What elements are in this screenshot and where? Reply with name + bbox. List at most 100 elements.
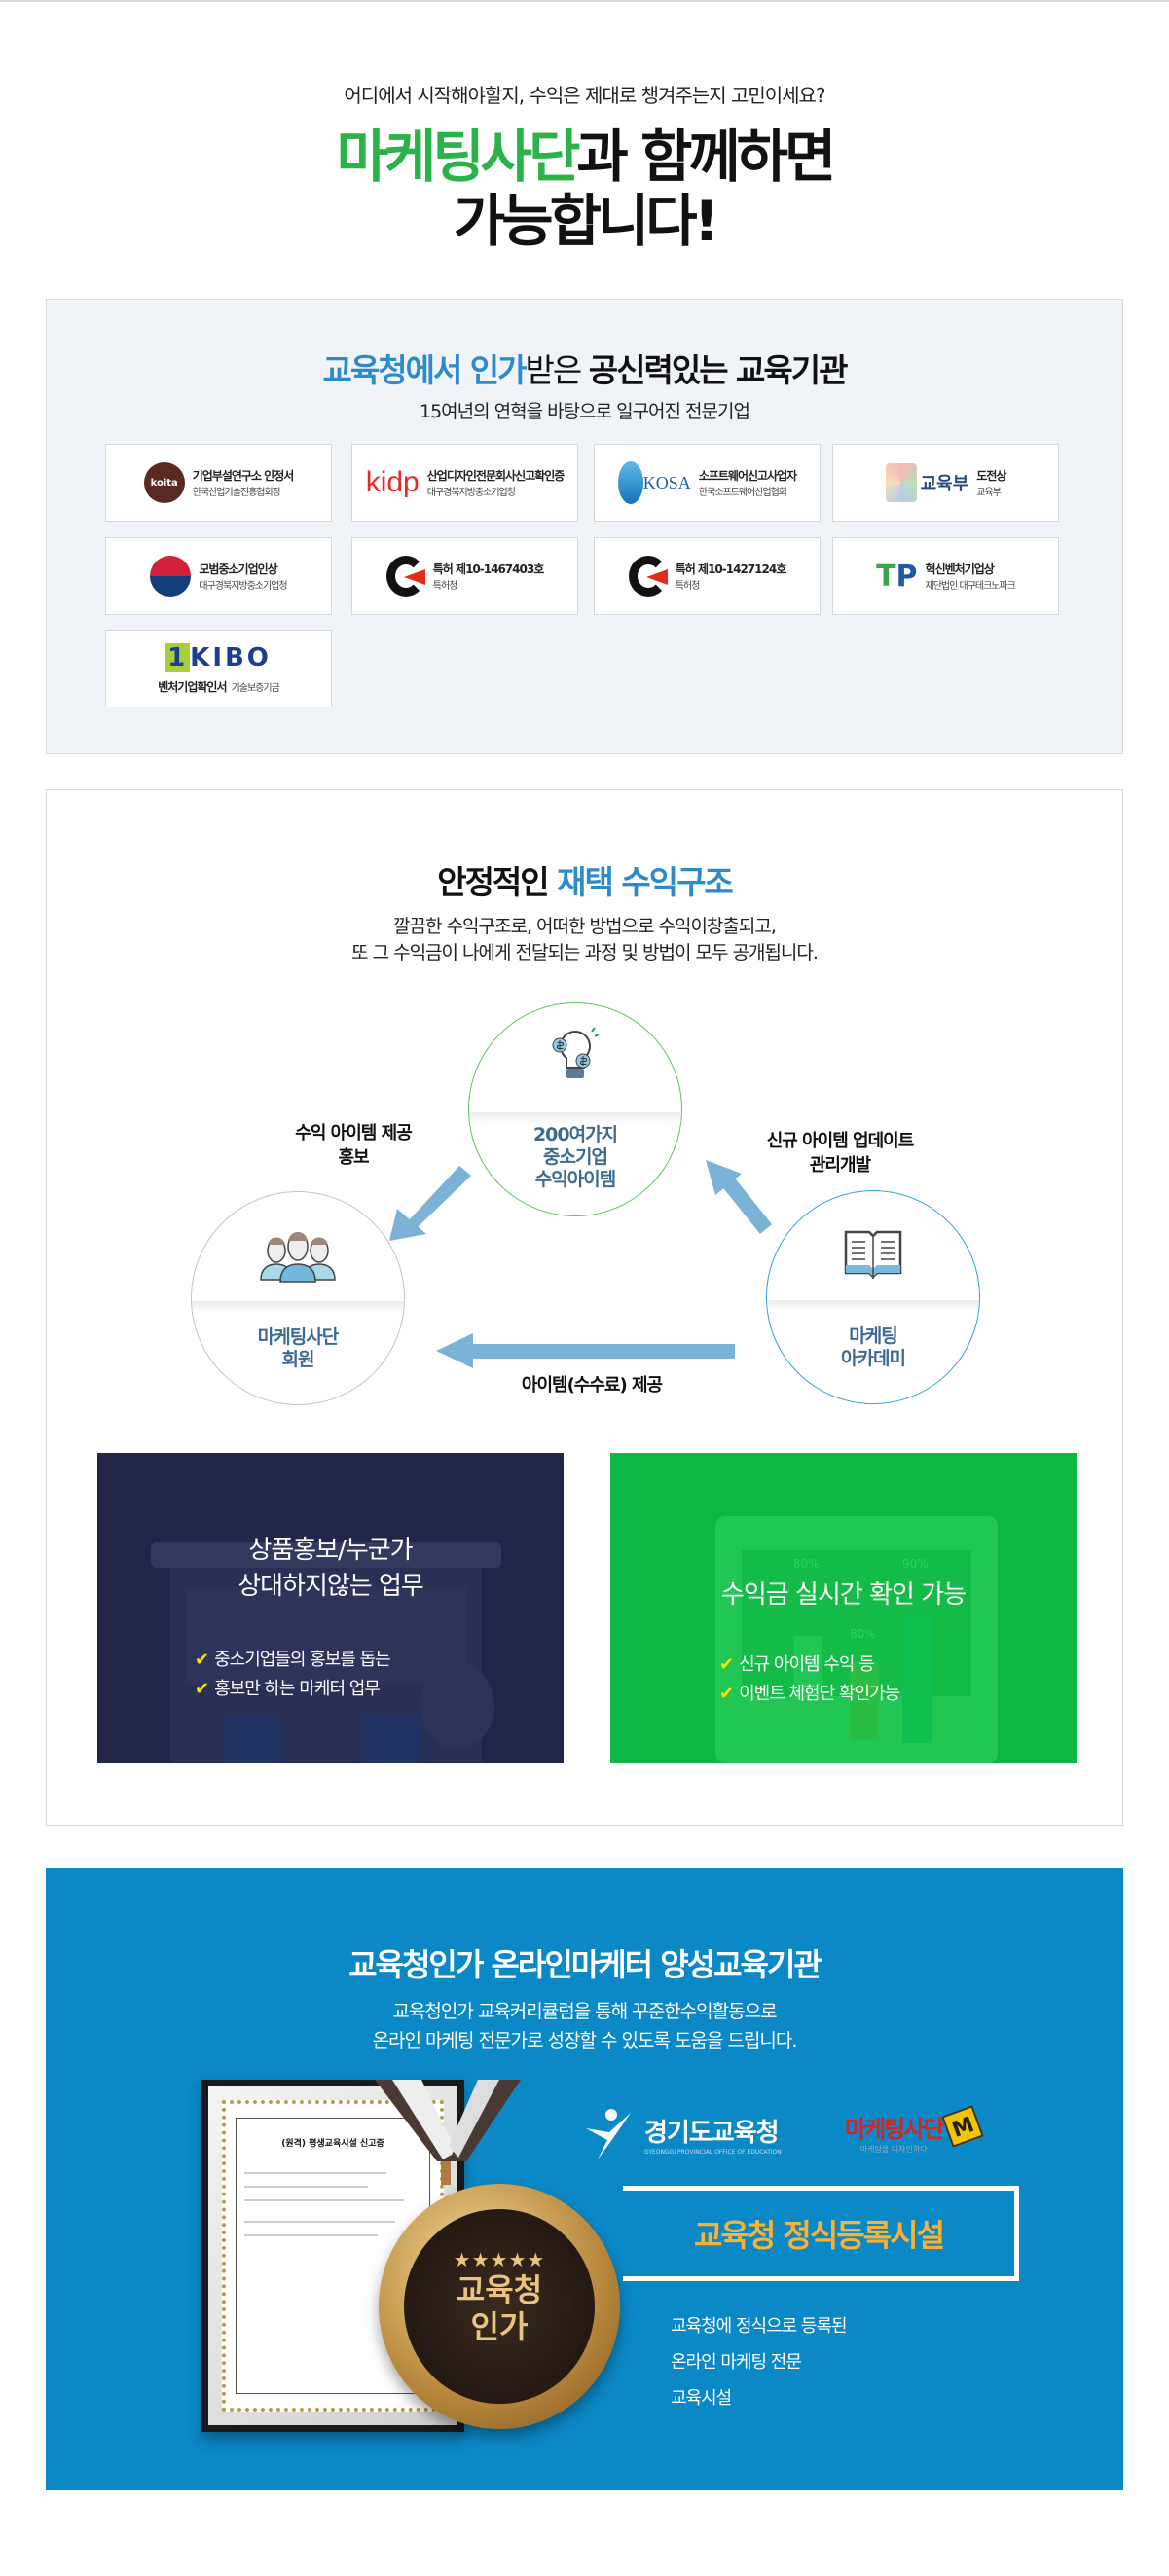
panel-points: ✔중소기업들의 홍보를 돕는 ✔홍보만 하는 마케터 업무 — [195, 1646, 391, 1704]
point-item: ✔이벤트 체험단 확인가능 — [719, 1680, 900, 1709]
info-line: 온라인 마케팅 전문 — [671, 2352, 802, 2373]
arrow-up-left-icon — [706, 1160, 772, 1234]
title-line: 상대하지않는 업무 — [237, 1572, 424, 1601]
logo-korea-emblem — [150, 556, 192, 597]
label-line: 수익 아이템 제공 — [295, 1123, 412, 1143]
label-line: 관리개발 — [809, 1155, 871, 1176]
stars-icon: ★★★★★ — [453, 2248, 546, 2271]
badge-text: 교육청 정식등록시설 — [693, 2217, 945, 2254]
book-icon — [767, 1191, 979, 1300]
card-issuer: 한국소프트웨어산업협회 — [698, 488, 787, 498]
check-icon: ✔ — [719, 1654, 734, 1675]
logo-patent — [628, 556, 668, 597]
point-item: ✔중소기업들의 홍보를 돕는 — [195, 1646, 391, 1675]
point-item: ✔신규 아이템 수익 등 — [719, 1651, 899, 1680]
title-mid: 받은 — [525, 351, 589, 389]
card-title: 기업부설연구소 인정서 — [192, 469, 295, 483]
arrow-left-icon — [436, 1333, 735, 1368]
structure-title: 안정적인 재택 수익구조 — [0, 856, 1169, 903]
institution-desc-2: 온라인 마케팅 전문가로 성장할 수 있도록 도움을 드립니다. — [372, 2030, 798, 2051]
title-blue: 교육청에서 인가 — [322, 351, 528, 389]
title-bold: 공신력있는 교육기관 — [588, 351, 849, 389]
label-line: 200여가지 — [532, 1124, 618, 1145]
card-title: 벤처기업확인서 — [158, 679, 227, 694]
flow-arrows — [389, 1160, 772, 1368]
point-text: 홍보만 하는 마케터 업무 — [214, 1679, 381, 1699]
label-line: 홍보 — [338, 1147, 369, 1168]
logo-m-mark: M — [941, 2105, 985, 2148]
logo-TP: TP — [876, 559, 918, 594]
brand-name: 마케팅사단 — [336, 124, 581, 190]
check-icon: ✔ — [719, 1684, 734, 1704]
institution-title: 교육청인가 온라인마케터 양성교육기관 — [348, 1946, 822, 1983]
logo-subtext: 마케팅을 디자인하다 — [859, 2145, 928, 2154]
logo-교육부: 교육부 — [885, 463, 968, 502]
official-badge: 교육청 정식등록시설 — [623, 2186, 1019, 2281]
label-line: 중소기업 — [543, 1146, 608, 1168]
title-blue: 재택 수익구조 — [557, 863, 734, 901]
point-text: 이벤트 체험단 확인가능 — [739, 1684, 900, 1704]
medal-text: 교육청 — [456, 2271, 543, 2308]
arrow-down-left-icon — [389, 1166, 471, 1241]
headline-text: 과 함께하면 — [576, 124, 836, 190]
card-issuer: 한국산업기술진흥협회장 — [192, 488, 281, 498]
logo-text: 경기도교육청 — [644, 2119, 780, 2148]
label-line: 아카데미 — [841, 1348, 906, 1369]
medal-ribbon — [375, 2080, 521, 2185]
card-title: 혁신벤처기업상 — [925, 562, 995, 576]
top-divider — [0, 0, 1169, 2]
info-line: 교육청에 정식으로 등록된 — [671, 2316, 848, 2337]
card-title: 모범중소기업인상 — [199, 562, 277, 576]
lightbulb-icon — [469, 1003, 681, 1112]
hero-headline: 마케팅사단과 함께하면 — [0, 125, 1169, 189]
structure-desc-2: 또 그 수익금이 나에게 전달되는 과정 및 방법이 모두 공개됩니다. — [351, 942, 819, 963]
point-text: 중소기업들의 홍보를 돕는 — [214, 1650, 391, 1670]
logo-koita: koita — [143, 462, 185, 503]
logo-subtext: GYEONGGI PROVINCIAL OFFICE OF EDUCATION — [644, 2149, 782, 2156]
tablet-illustration: 80%80%90% — [715, 1516, 998, 1763]
panel-points: ✔신규 아이템 수익 등 ✔이벤트 체험단 확인가능 — [719, 1651, 900, 1709]
hero-headline-line2: 가능합니다! — [453, 188, 719, 254]
laptop-illustration — [151, 1542, 501, 1763]
info-line: 교육시설 — [671, 2388, 732, 2409]
hero-question: 어디에서 시작해야할지, 수익은 제대로 챙겨주는지 고민이세요? — [344, 84, 825, 107]
title-black: 안정적인 — [437, 863, 558, 901]
certificate-title: (원격) 평생교육시설 신고증 — [281, 2139, 384, 2149]
card-issuer: 대구경북지방중소기업청 — [199, 581, 287, 592]
check-icon: ✔ — [195, 1679, 209, 1699]
label-line: 마케팅 — [849, 1325, 897, 1347]
label-line: 회원 — [281, 1349, 315, 1370]
label-line: 수익아이템 — [534, 1169, 616, 1190]
point-text: 신규 아이템 수익 등 — [739, 1654, 875, 1675]
logo-patent — [385, 556, 425, 597]
label-line: 신규 아이템 업데이트 — [766, 1131, 915, 1151]
card-issuer: 교육부 — [976, 488, 1002, 498]
structure-desc-1: 깔끔한 수익구조로, 어떠한 방법으로 수익이창출되고, — [393, 916, 777, 937]
logo-kibo: 1KIBO — [165, 642, 272, 672]
label-line: 마케팅사단 — [257, 1326, 339, 1348]
accreditation-subtitle: 15여년의 연혁을 바탕으로 일구어진 전문기업 — [420, 401, 750, 422]
logo-text: 마케팅사단 — [845, 2116, 944, 2143]
card-title: 특허 제10-1467403호 — [432, 562, 544, 576]
check-icon: ✔ — [195, 1650, 209, 1670]
card-issuer: 대구경북지방중소기업청 — [426, 488, 516, 498]
card-issuer: 특허청 — [675, 581, 701, 592]
